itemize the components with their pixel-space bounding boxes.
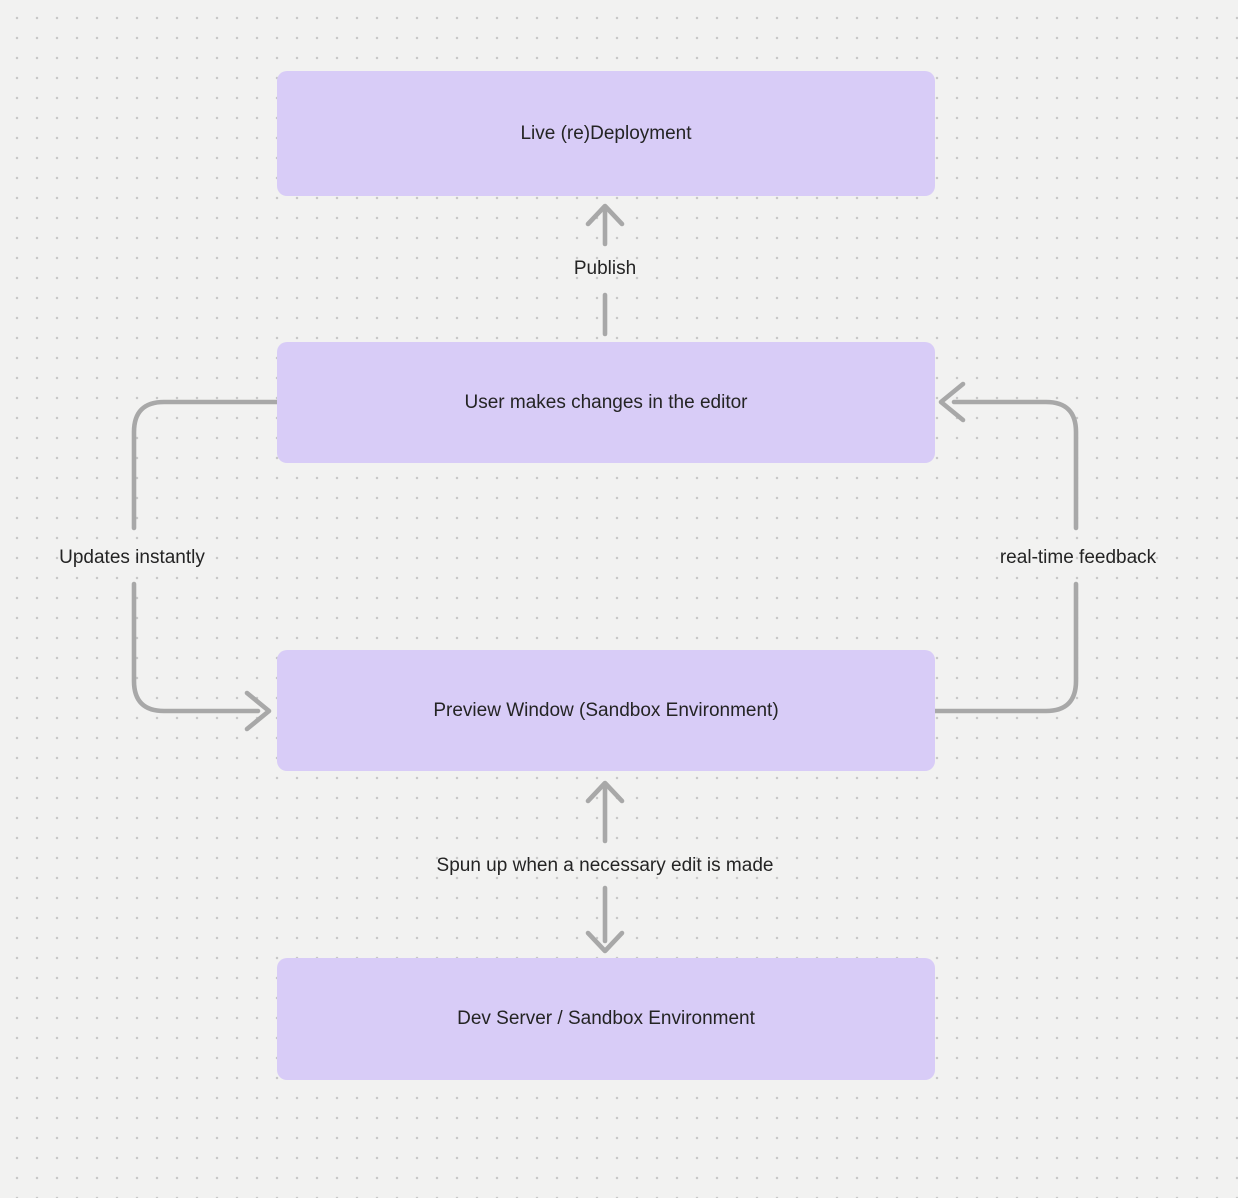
node-user-editor[interactable]: User makes changes in the editor xyxy=(277,342,935,463)
node-dev-server-label: Dev Server / Sandbox Environment xyxy=(457,1008,755,1030)
node-preview-window[interactable]: Preview Window (Sandbox Environment) xyxy=(277,650,935,771)
node-live-redeployment-label: Live (re)Deployment xyxy=(520,122,692,144)
node-user-editor-label: User makes changes in the editor xyxy=(464,391,748,413)
edge-label-updates-instantly: Updates instantly xyxy=(59,547,205,568)
node-preview-window-label: Preview Window (Sandbox Environment) xyxy=(433,699,779,721)
node-dev-server[interactable]: Dev Server / Sandbox Environment xyxy=(277,958,935,1080)
edge-label-spun-up: Spun up when a necessary edit is made xyxy=(436,855,774,876)
edge-label-publish: Publish xyxy=(573,258,637,279)
edge-label-realtime-feedback: real-time feedback xyxy=(999,547,1157,568)
node-live-redeployment[interactable]: Live (re)Deployment xyxy=(277,71,935,196)
